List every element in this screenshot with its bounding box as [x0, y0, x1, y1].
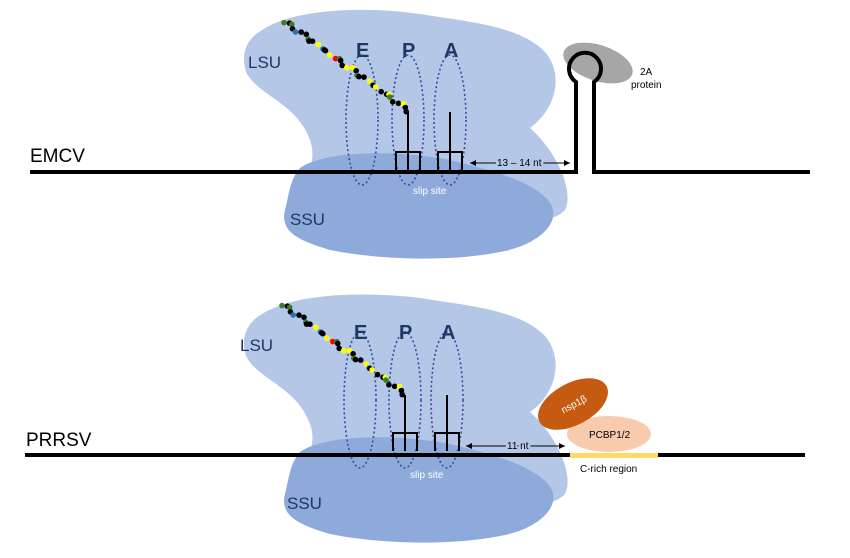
- panel-emcv: LSU SSU E P A 2A protein: [30, 9, 810, 259]
- peptide-bead: [289, 21, 295, 28]
- peptide-bead: [337, 57, 344, 64]
- peptide-bead: [369, 367, 376, 373]
- peptide-bead: [309, 38, 316, 44]
- peptide-bead: [279, 302, 285, 309]
- site-a-oval: [433, 54, 467, 186]
- trna-p: [392, 395, 418, 451]
- peptide-bead: [386, 94, 393, 100]
- virus-label-emcv: EMCV: [30, 146, 85, 167]
- peptide-bead: [372, 84, 379, 90]
- peptide-bead: [298, 29, 305, 35]
- slip-site-label: slip site: [413, 186, 447, 197]
- trna-a: [437, 112, 463, 170]
- site-a-label: A: [444, 40, 458, 62]
- peptide-bead: [330, 338, 336, 345]
- peptide-bead: [303, 31, 310, 38]
- site-e-label: E: [354, 322, 367, 344]
- trna-p: [395, 112, 421, 170]
- peptide-bead: [353, 68, 360, 74]
- peptide-bead: [339, 62, 346, 69]
- peptide-bead: [340, 347, 347, 354]
- distance-arrow: [470, 160, 570, 166]
- pcbp-label: PCBP1/2: [589, 430, 631, 441]
- peptide-bead: [350, 351, 356, 357]
- peptide-bead: [389, 99, 396, 105]
- ssu-label: SSU: [287, 494, 322, 513]
- site-a-oval: [430, 331, 464, 469]
- peptide-bead: [290, 312, 297, 318]
- peptide-bead: [324, 335, 330, 341]
- peptide-bead: [357, 357, 364, 363]
- nascent-peptide: [281, 19, 410, 115]
- distance-arrow: [466, 443, 565, 449]
- peptide-bead: [307, 321, 313, 328]
- peptide-bead: [313, 324, 319, 331]
- peptide-bead: [322, 47, 329, 54]
- peptide-bead: [292, 29, 299, 35]
- ssu-shape: [284, 153, 554, 259]
- stem-loop: [567, 50, 603, 172]
- peptide-bead: [326, 52, 333, 58]
- peptide-bead: [403, 108, 410, 115]
- c-rich-label: C-rich region: [580, 464, 637, 475]
- peptide-bead: [336, 345, 343, 352]
- panel-prrsv: LSU SSU E P A nsp1β PCBP1/2 C-rich regio…: [25, 294, 805, 543]
- lsu-label: LSU: [240, 336, 273, 355]
- peptide-bead: [286, 304, 293, 311]
- slip-site-label: slip site: [410, 470, 444, 481]
- site-e-oval: [345, 54, 379, 186]
- ssu-label: SSU: [290, 210, 325, 229]
- peptide-bead: [352, 356, 359, 363]
- lsu-label: LSU: [248, 53, 281, 72]
- peptide-bead: [361, 74, 367, 80]
- site-p-oval: [388, 331, 422, 469]
- protein-2a-label-1: 2A: [640, 67, 653, 78]
- site-p-oval: [391, 54, 425, 186]
- ssu-shape: [284, 437, 554, 543]
- peptide-bead: [356, 73, 362, 80]
- peptide-bead: [296, 312, 302, 318]
- protein-2a-label-2: protein: [631, 80, 662, 91]
- peptide-bead: [301, 314, 307, 321]
- nsp1b-shape: [538, 378, 608, 430]
- site-e-label: E: [356, 40, 369, 62]
- distance-label: 11 nt: [507, 441, 529, 452]
- site-e-oval: [343, 331, 377, 469]
- peptide-bead: [399, 391, 406, 398]
- peptide-bead: [366, 78, 373, 85]
- peptide-bead: [383, 377, 389, 383]
- peptide-bead: [374, 371, 381, 378]
- site-a-label: A: [441, 322, 455, 344]
- virus-label-prrsv: PRRSV: [26, 430, 92, 451]
- peptide-bead: [386, 382, 392, 388]
- site-p-label: P: [399, 322, 412, 344]
- peptide-bead: [378, 88, 385, 95]
- site-p-label: P: [402, 40, 415, 62]
- peptide-bead: [344, 64, 350, 71]
- peptide-bead: [335, 340, 341, 347]
- distance-label: 13 – 14 nt: [497, 158, 542, 169]
- peptide-bead: [281, 19, 287, 26]
- trna-a: [434, 395, 460, 451]
- pcbp-shape: [567, 416, 651, 452]
- nascent-peptide: [279, 302, 406, 398]
- peptide-bead: [315, 41, 322, 48]
- peptide-bead: [391, 383, 398, 390]
- peptide-bead: [395, 100, 402, 107]
- peptide-bead: [320, 330, 326, 337]
- peptide-bead: [332, 55, 339, 62]
- c-rich-region: [570, 453, 658, 458]
